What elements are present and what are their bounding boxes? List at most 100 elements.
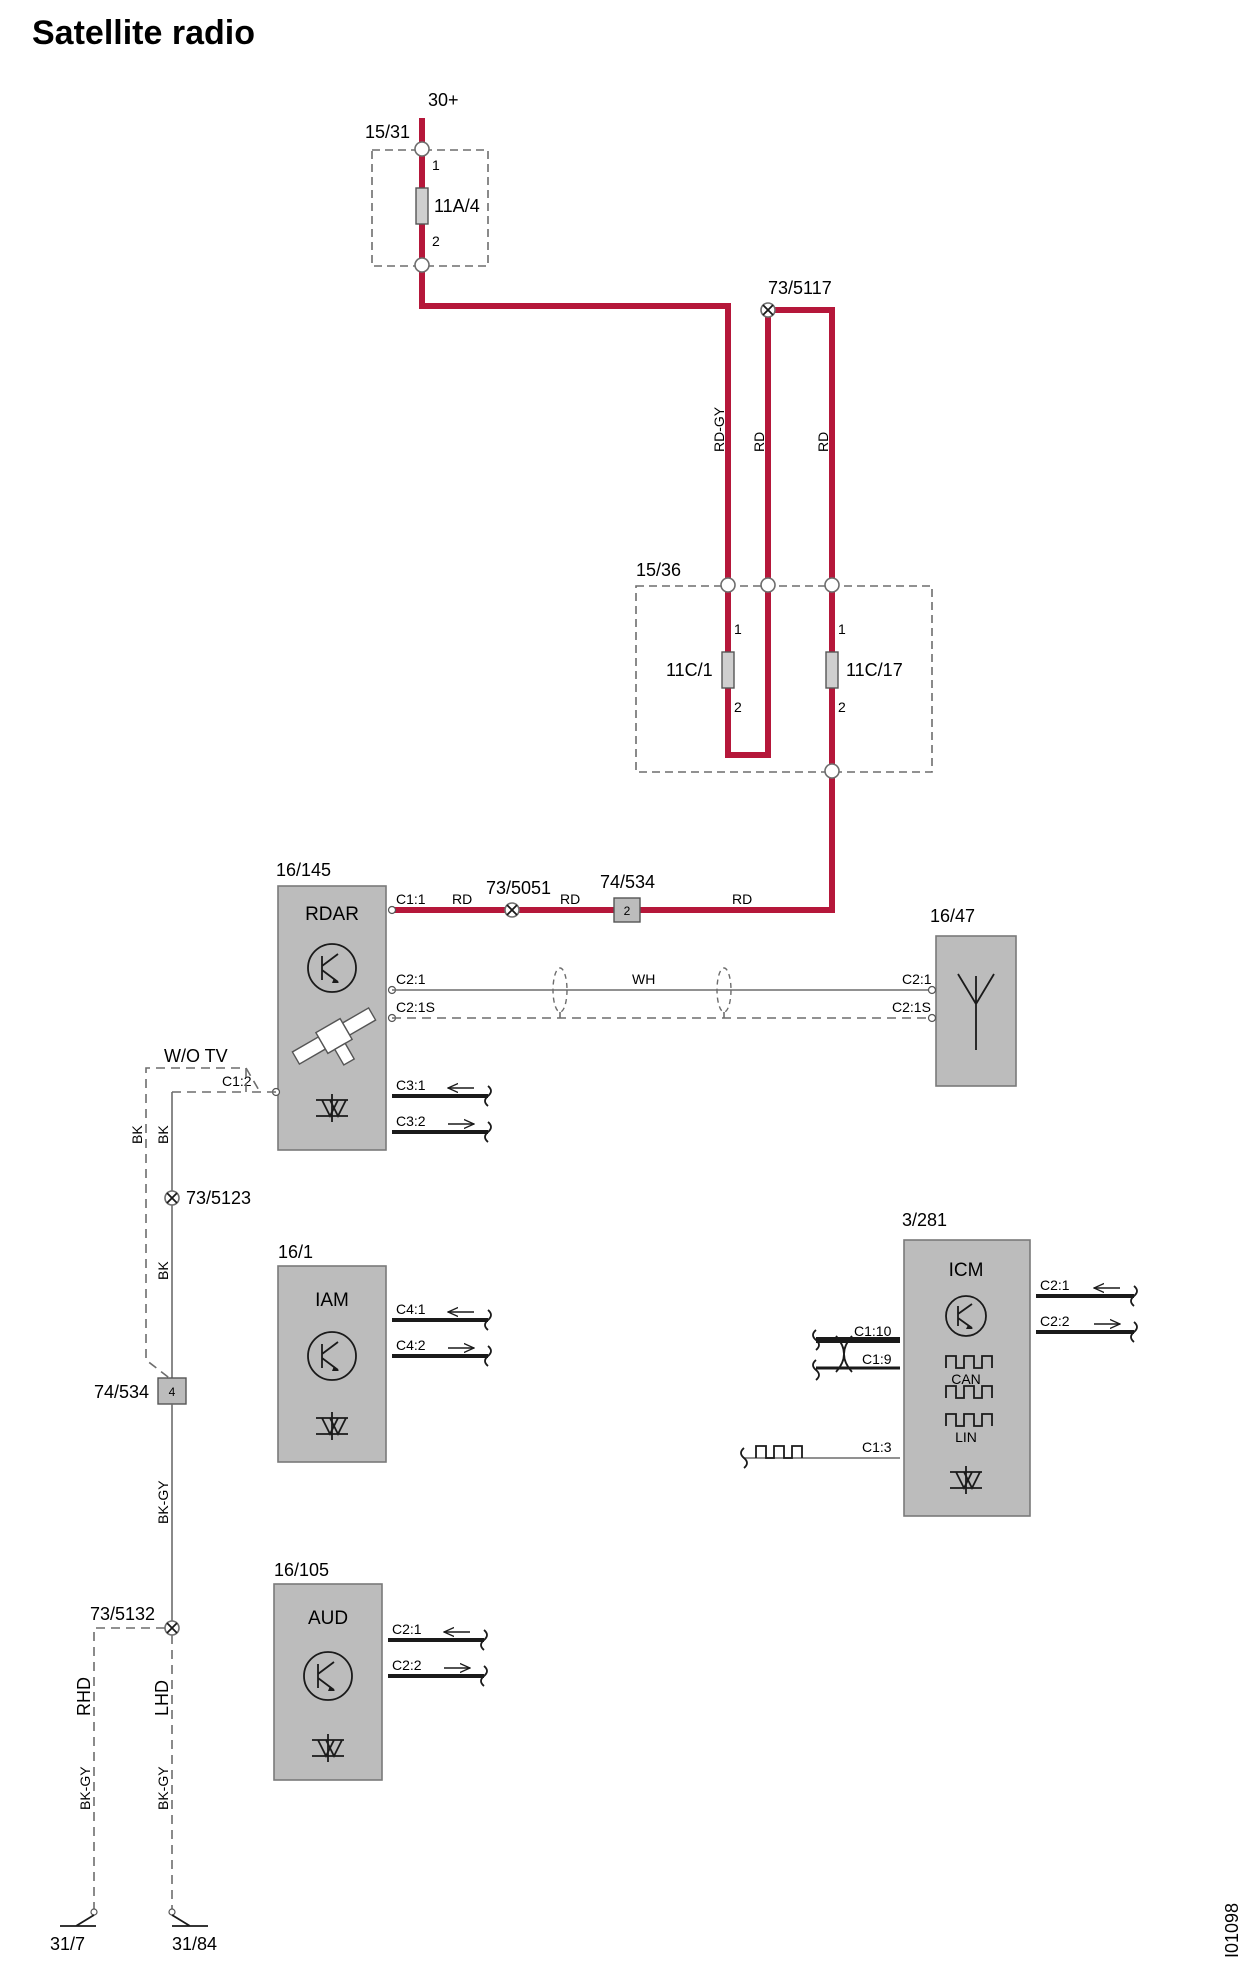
antenna-pin-c2-1 bbox=[927, 985, 937, 995]
icm-c1-3-label: C1:3 bbox=[862, 1439, 892, 1455]
antenna-icon bbox=[957, 973, 995, 1050]
splice-top-label: 73/5117 bbox=[768, 278, 832, 298]
fuse-11c17-pin1: 1 bbox=[838, 621, 846, 637]
wire-code-bk-gy-lhd: BK-GY bbox=[155, 1766, 171, 1810]
rdar-c3-2-label: C3:2 bbox=[396, 1113, 426, 1129]
icm-can-label: CAN bbox=[951, 1371, 981, 1387]
fuse-mid-node-1 bbox=[720, 577, 736, 593]
icm-c1-3-break bbox=[740, 1447, 748, 1469]
aud-id: 16/105 bbox=[274, 1560, 329, 1580]
splice-5123-label: 73/5123 bbox=[186, 1188, 251, 1208]
aud-c2-2-break bbox=[480, 1665, 488, 1687]
icm-c1-10-break bbox=[812, 1329, 820, 1351]
wire-code-bk-2: BK bbox=[155, 1125, 171, 1144]
module-aud: 16/105 AUD C2:1 C2:2 bbox=[273, 1560, 488, 1781]
fuse-11c17-symbol bbox=[825, 651, 839, 689]
can-signal-icon bbox=[945, 1355, 993, 1369]
wire-code-wh: WH bbox=[632, 971, 655, 987]
connector-a-box bbox=[613, 897, 641, 923]
rdar-transistor-icon bbox=[307, 943, 357, 993]
module-iam: 16/1 IAM C4:1 C4:2 bbox=[277, 1242, 492, 1463]
rdar-c1-1-label: C1:1 bbox=[396, 891, 426, 907]
icm-c2-1-break bbox=[1130, 1285, 1138, 1307]
fuse-top-pin2: 2 bbox=[432, 233, 440, 249]
antenna-wires: WH bbox=[392, 967, 932, 1019]
can-signal-icon-2 bbox=[945, 1385, 993, 1399]
twisted-pair-icon bbox=[835, 1335, 853, 1373]
fuse-top-pin1: 1 bbox=[432, 157, 440, 173]
wire-code-bk-1: BK bbox=[129, 1125, 145, 1144]
page-title: Satellite radio bbox=[32, 14, 255, 52]
aud-name: AUD bbox=[308, 1608, 348, 1629]
wire-wo-tv-diag bbox=[245, 1067, 261, 1093]
antenna-c2-1-label: C2:1 bbox=[902, 971, 932, 987]
icm-lin-label: LIN bbox=[955, 1429, 977, 1445]
wire-wo-tv bbox=[145, 1067, 276, 1381]
aud-c2-2-label: C2:2 bbox=[392, 1657, 422, 1673]
fuse-box-mid-outline bbox=[635, 585, 933, 773]
connector-a-pin: 2 bbox=[624, 904, 631, 918]
iam-diode-icon bbox=[316, 1412, 348, 1440]
aud-transistor-icon bbox=[303, 1651, 353, 1701]
wire-rd-loop-top bbox=[768, 307, 835, 584]
connector-74-534-a: 2 74/534 bbox=[600, 872, 655, 923]
iam-c4-2-break bbox=[484, 1345, 492, 1367]
fuse-11c1-pin2: 2 bbox=[734, 699, 742, 715]
terminal-30-label: 30+ bbox=[428, 90, 459, 110]
fuse-11c1-label: 11C/1 bbox=[666, 660, 713, 680]
fuse-11c1-pin1: 1 bbox=[734, 621, 742, 637]
antenna-pin-c2-1s bbox=[927, 1013, 937, 1023]
icm-c1-10-label: C1:10 bbox=[854, 1323, 892, 1339]
wire-code-bk-gy-1: BK-GY bbox=[155, 1480, 171, 1524]
ground-31-7-icon bbox=[60, 1908, 98, 1927]
lhd-label: LHD bbox=[152, 1680, 172, 1716]
fuse-11c1-symbol bbox=[721, 651, 735, 689]
splice-top-cross bbox=[762, 304, 774, 316]
icm-name: ICM bbox=[949, 1260, 984, 1281]
rdar-name: RDAR bbox=[305, 904, 359, 925]
splice-5132-label: 73/5132 bbox=[90, 1604, 155, 1624]
connector-b-pin: 4 bbox=[169, 1385, 176, 1399]
fuse-11a4-label: 11A/4 bbox=[434, 196, 480, 216]
splice-5123-cross bbox=[166, 1192, 178, 1204]
lin-input-icon bbox=[755, 1445, 803, 1459]
iam-transistor-icon bbox=[307, 1331, 357, 1381]
rdar-id: 16/145 bbox=[276, 860, 331, 880]
shield-symbol-2 bbox=[716, 967, 732, 1013]
module-antenna: 16/47 C2:1 C2:1S bbox=[892, 906, 1017, 1087]
icm-body bbox=[903, 1239, 1031, 1517]
wire-fuse-top-to-riser bbox=[419, 264, 731, 584]
wo-tv-label: W/O TV bbox=[164, 1046, 228, 1066]
fuse-box-top-node-out bbox=[414, 257, 430, 273]
iam-c4-1-break bbox=[484, 1309, 492, 1331]
iam-id: 16/1 bbox=[278, 1242, 313, 1262]
fuse-box-top-node-in bbox=[414, 141, 430, 157]
wire-code-rd-2: RD bbox=[560, 891, 580, 907]
satellite-icon bbox=[291, 1006, 377, 1066]
fuse-box-top-label: 15/31 bbox=[365, 122, 410, 142]
rdar-c2-1-label: C2:1 bbox=[396, 971, 426, 987]
icm-transistor-icon bbox=[945, 1295, 987, 1337]
fuse-box-15-36: 15/36 11C/1 11C/17 1 2 1 2 bbox=[635, 560, 933, 779]
wire-code-rd-left: RD bbox=[751, 432, 767, 452]
connector-a-label: 74/534 bbox=[600, 872, 655, 892]
connector-b-label: 74/534 bbox=[94, 1382, 149, 1402]
rdar-c2-1s-label: C2:1S bbox=[396, 999, 435, 1015]
module-icm: 3/281 ICM CAN LIN C2:1 C2:2 C1:10 C1:9 bbox=[740, 1210, 1138, 1517]
splice-73-5051: 73/5051 bbox=[486, 878, 551, 918]
fuse-mid-node-out bbox=[824, 763, 840, 779]
icm-c2-2-label: C2:2 bbox=[1040, 1313, 1070, 1329]
rdar-c1-2-label: C1:2 bbox=[222, 1073, 252, 1089]
fuse-box-top-outline bbox=[371, 149, 489, 267]
wire-code-bk-gy-rhd: BK-GY bbox=[77, 1766, 93, 1810]
fuse-11a4-symbol bbox=[415, 187, 429, 225]
iam-c4-2-label: C4:2 bbox=[396, 1337, 426, 1353]
wire-code-bk-3: BK bbox=[155, 1261, 171, 1280]
rdar-c3-1-break bbox=[484, 1085, 492, 1107]
wire-11c17-to-rdar bbox=[392, 584, 835, 913]
wire-rhd bbox=[93, 1627, 165, 1910]
ground-right-label: 31/84 bbox=[172, 1934, 217, 1954]
connector-b-box bbox=[157, 1377, 187, 1405]
iam-name: IAM bbox=[315, 1290, 349, 1311]
